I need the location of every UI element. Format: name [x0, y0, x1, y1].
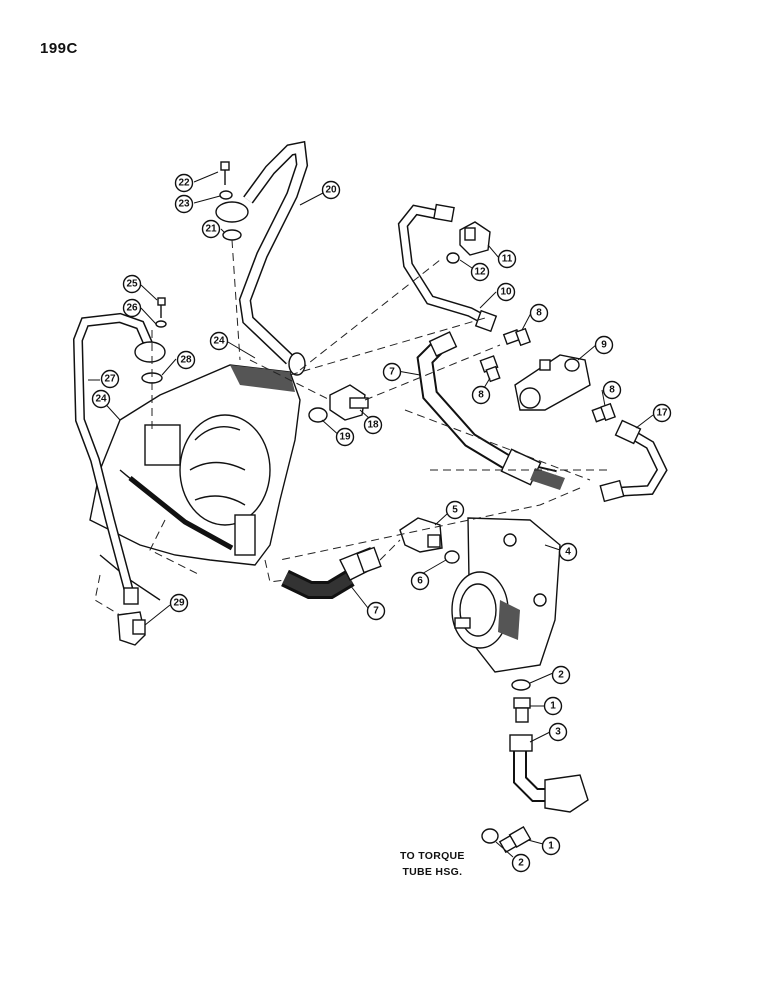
leader-lines — [88, 171, 654, 858]
o-ring-21 — [222, 229, 242, 241]
callout-17: 17 — [652, 403, 672, 423]
callout-11: 11 — [497, 249, 517, 269]
tube-20 — [215, 140, 309, 376]
hose-7-upper — [416, 331, 565, 490]
callout-23: 23 — [174, 194, 194, 214]
fitting-1-upper — [513, 697, 531, 723]
callout-18: 18 — [363, 415, 383, 435]
svg-text:7: 7 — [373, 606, 379, 617]
callout-7-lower: 7 — [366, 601, 386, 621]
svg-text:26: 26 — [126, 303, 138, 314]
callout-21: 21 — [201, 219, 221, 239]
svg-text:8: 8 — [478, 390, 484, 401]
callout-26: 26 — [122, 298, 142, 318]
svg-text:4: 4 — [565, 547, 571, 558]
pump-assembly-4 — [451, 517, 561, 673]
transmission-housing — [89, 364, 301, 601]
bolt-25 — [157, 297, 166, 318]
elbow-fitting-5 — [399, 517, 443, 553]
callout-7-upper: 7 — [382, 362, 402, 382]
svg-text:8: 8 — [536, 308, 542, 319]
svg-text:11: 11 — [502, 254, 513, 265]
valve-block-9 — [514, 354, 591, 411]
callout-2-upper: 2 — [551, 665, 571, 685]
destination-note: TO TORQUE TUBE HSG. — [400, 848, 465, 880]
fitting-8-middle — [479, 355, 501, 383]
callout-6: 6 — [410, 571, 430, 591]
callout-19: 19 — [335, 427, 355, 447]
svg-text:3: 3 — [555, 727, 561, 738]
destination-note-line-2: TUBE HSG. — [402, 866, 463, 878]
callout-8-middle: 8 — [471, 385, 491, 405]
hose-7-lower — [281, 546, 382, 599]
callout-3: 3 — [548, 722, 568, 742]
svg-text:24: 24 — [213, 336, 225, 347]
callout-10: 10 — [496, 282, 516, 302]
svg-text:12: 12 — [474, 267, 486, 278]
svg-text:24: 24 — [95, 394, 107, 405]
svg-text:6: 6 — [417, 576, 423, 587]
fitting-8-top — [502, 327, 531, 347]
callout-2-lower: 2 — [511, 853, 531, 873]
o-ring-6 — [444, 550, 460, 564]
callout-8-right: 8 — [602, 380, 622, 400]
svg-text:19: 19 — [339, 432, 351, 443]
svg-text:22: 22 — [178, 178, 190, 189]
svg-text:25: 25 — [126, 279, 138, 290]
svg-text:17: 17 — [656, 408, 668, 419]
washer-23 — [219, 190, 233, 200]
tube-10 — [397, 203, 498, 333]
svg-text:18: 18 — [367, 420, 379, 431]
callout-24-left: 24 — [91, 389, 111, 409]
tube-3 — [509, 734, 589, 813]
elbow-fitting-11 — [459, 221, 491, 256]
callout-4: 4 — [558, 542, 578, 562]
svg-text:9: 9 — [601, 340, 607, 351]
o-ring-12 — [446, 252, 460, 264]
page-code: 199C — [40, 40, 78, 57]
callout-12: 12 — [470, 262, 490, 282]
destination-note-line-1: TO TORQUE — [400, 850, 465, 862]
tube-27 — [72, 312, 166, 605]
svg-text:20: 20 — [325, 185, 337, 196]
callout-24-center: 24 — [209, 331, 229, 351]
fitting-8-right — [591, 402, 616, 423]
o-ring-2-upper — [511, 679, 531, 691]
svg-text:23: 23 — [178, 199, 190, 210]
svg-text:2: 2 — [558, 670, 564, 681]
svg-text:5: 5 — [452, 505, 458, 516]
svg-text:21: 21 — [205, 224, 217, 235]
o-ring-19 — [308, 407, 328, 423]
svg-text:10: 10 — [500, 287, 512, 298]
svg-text:27: 27 — [104, 374, 116, 385]
washer-26 — [155, 320, 167, 328]
callout-1-lower: 1 — [541, 836, 561, 856]
callout-25: 25 — [122, 274, 142, 294]
bolt-22 — [220, 161, 230, 185]
elbow-fitting-29 — [117, 611, 146, 646]
svg-text:29: 29 — [173, 598, 185, 609]
svg-text:28: 28 — [180, 355, 192, 366]
callout-29: 29 — [169, 593, 189, 613]
callout-1-upper: 1 — [543, 696, 563, 716]
callout-27: 27 — [100, 369, 120, 389]
fitting-1-lower — [498, 825, 532, 854]
svg-text:1: 1 — [550, 701, 556, 712]
svg-text:1: 1 — [548, 841, 554, 852]
callout-22: 22 — [174, 173, 194, 193]
svg-text:2: 2 — [518, 858, 524, 869]
dashed-connection-lines — [94, 239, 610, 616]
tee-fitting-18 — [329, 384, 369, 421]
callout-5: 5 — [445, 500, 465, 520]
svg-text:7: 7 — [389, 367, 395, 378]
callout-8-top: 8 — [529, 303, 549, 323]
tube-17 — [599, 419, 668, 503]
callout-20: 20 — [321, 180, 341, 200]
svg-text:8: 8 — [609, 385, 615, 396]
callout-9: 9 — [594, 335, 614, 355]
callout-28: 28 — [176, 350, 196, 370]
o-ring-2-lower — [481, 828, 499, 844]
